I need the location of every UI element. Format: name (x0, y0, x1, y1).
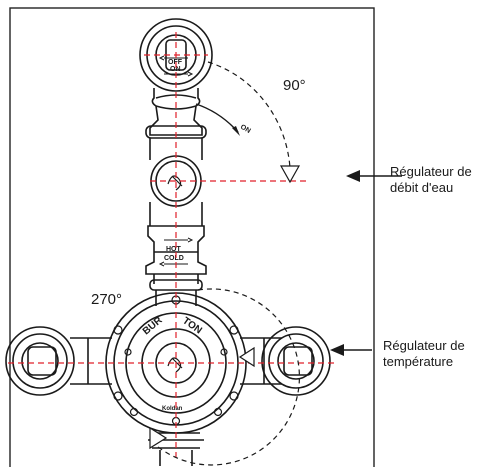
temperature-regulator-label-line1: Régulateur de (383, 338, 465, 353)
engraving-on: ON (170, 66, 181, 73)
left-arm (70, 337, 112, 385)
temperature-regulator-label-line2: température (383, 354, 454, 369)
right-arm (240, 337, 282, 385)
left-rosette-outer (5, 326, 75, 396)
temp-callout-arrowhead (330, 344, 344, 356)
engraving-brand-left: BUR (141, 314, 165, 337)
temperature-regulator-label: Régulateur de température (383, 338, 465, 370)
flow-callout-arrowhead (346, 170, 360, 182)
flow-rotation-arc (207, 61, 291, 169)
temp-arc-arrowhead (149, 426, 168, 450)
angle-label-flow: 90° (283, 77, 306, 94)
engraving-hot: HOT (166, 246, 182, 253)
flow-regulator-label-line2: débit d'eau (390, 180, 454, 195)
angle-label-temp: 270° (91, 291, 123, 308)
flow-regulator-label-line1: Régulateur de (390, 164, 472, 179)
engraving-cold: COLD (164, 255, 184, 262)
right-rosette-outer (261, 326, 331, 396)
flow-regulator-label: Régulateur de débit d'eau (390, 164, 472, 196)
top-rosette-outer (139, 18, 213, 92)
temp-rotation-arc (149, 288, 300, 466)
drawing-frame (9, 7, 375, 472)
engraving-maker: Koldan (162, 406, 183, 412)
centerlines (8, 32, 334, 460)
callout-arrows (342, 175, 402, 351)
valve-drawing (5, 18, 331, 466)
engraving-off: OFF (168, 59, 183, 66)
on-arrow-label: ON (239, 124, 252, 135)
flow-arc-arrowhead (279, 165, 301, 184)
